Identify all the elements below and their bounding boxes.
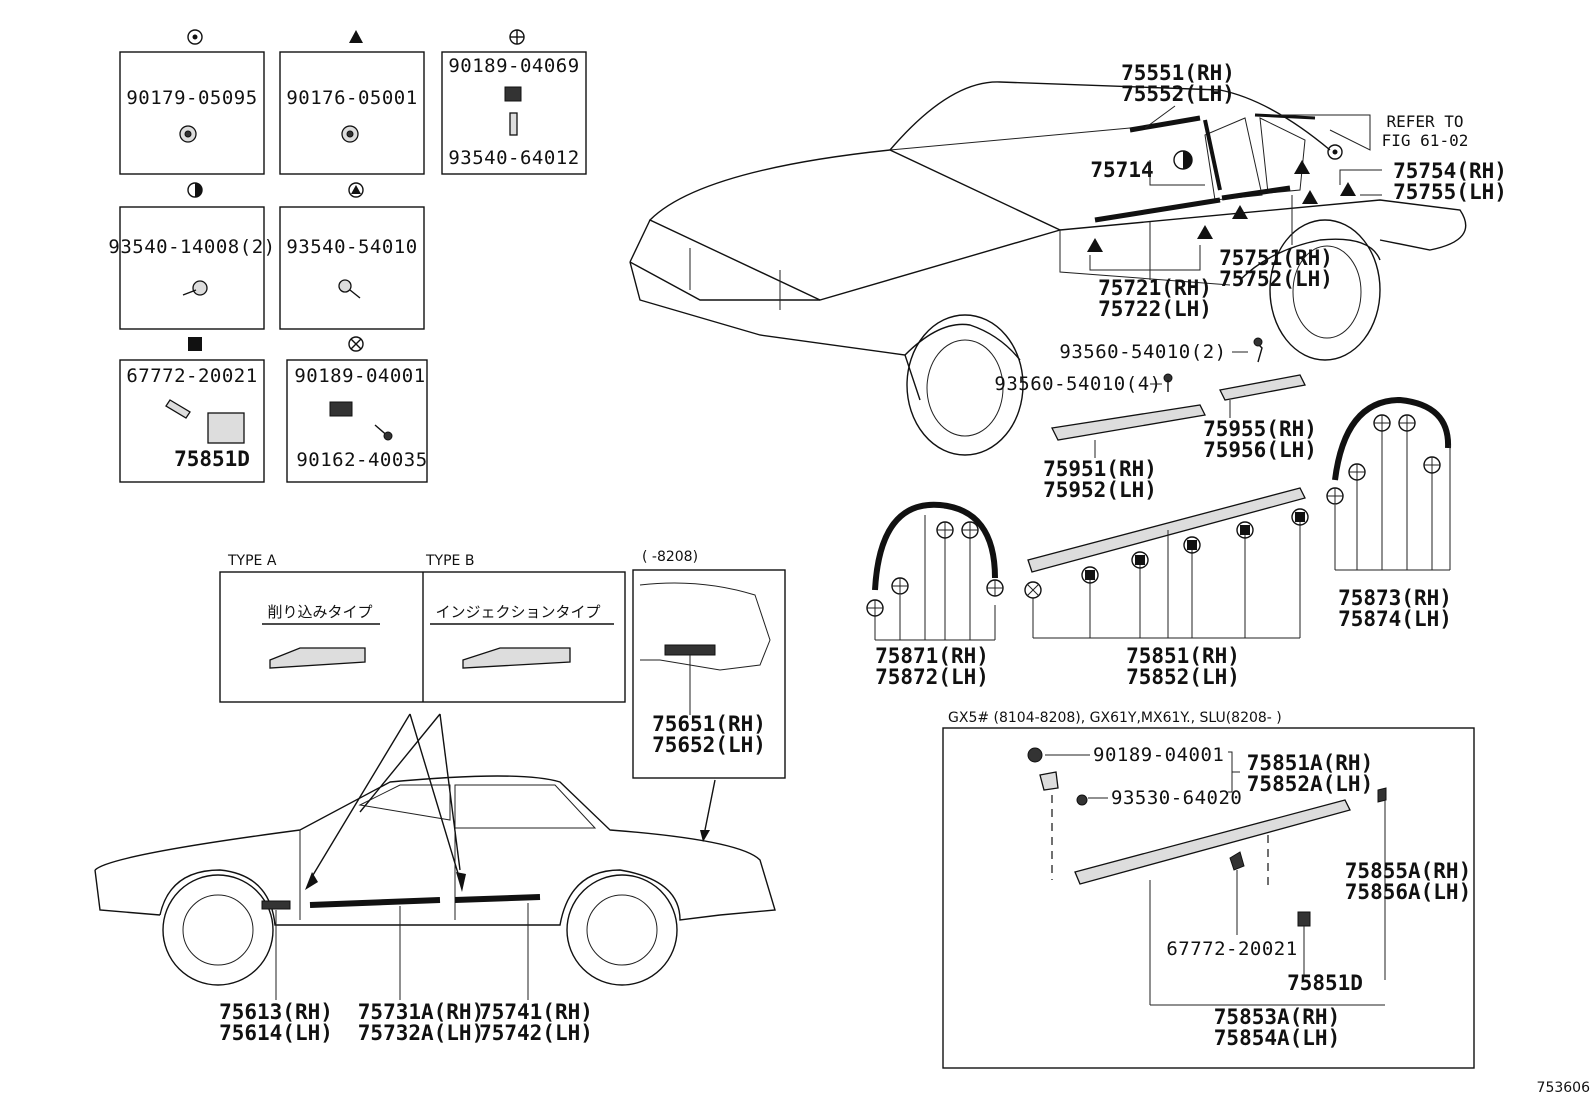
label-75551: 75551(RH) <box>1121 61 1235 85</box>
gx-screw: 93530-64020 <box>1111 787 1242 809</box>
type-a-jp: 削り込みタイプ <box>267 603 372 621</box>
part-75851D: 75851D <box>174 447 250 471</box>
label-75951: 75951(RH) <box>1043 457 1157 481</box>
inset-panel <box>632 569 786 779</box>
label-75851: 75851(RH) <box>1126 644 1240 668</box>
gx-retainer: 75851D <box>1287 971 1363 995</box>
part-90179-05095: 90179-05095 <box>126 87 257 109</box>
rear-arch-clip-icons <box>1326 414 1441 505</box>
end-clip-icon <box>1377 787 1387 803</box>
label-75742: 75742(LH) <box>479 1021 593 1045</box>
label-75754: 75754(RH) <box>1393 159 1507 183</box>
label-75952: 75952(LH) <box>1043 478 1157 502</box>
triangle-marker-icon <box>1197 225 1213 239</box>
part-93540-54010: 93540-54010 <box>286 236 417 258</box>
type-a-label: TYPE A <box>227 553 277 569</box>
type-b-molding <box>462 647 571 669</box>
part-93540-64012: 93540-64012 <box>448 147 579 169</box>
label-75732A: 75732A(LH) <box>358 1021 484 1045</box>
fastener-box-7: 90189-04001 90162-40035 <box>286 336 428 483</box>
triangle-marker-icon <box>1340 182 1356 196</box>
label-75874: 75874(LH) <box>1338 607 1452 631</box>
label-75652: 75652(LH) <box>652 733 766 757</box>
front-arch-clip-icons <box>866 521 1004 617</box>
label-75731A: 75731A(RH) <box>358 1000 484 1024</box>
triangle-marker-icon <box>1232 205 1248 219</box>
retainer-d-icon <box>1297 911 1311 927</box>
triangle-marker-icon <box>1294 160 1310 174</box>
rear-wheel-arch-molding <box>1332 396 1452 571</box>
label-75722: 75722(LH) <box>1098 297 1212 321</box>
label-75552: 75552(LH) <box>1121 82 1235 106</box>
label-75956: 75956(LH) <box>1203 438 1317 462</box>
retainer-icon <box>1039 771 1059 791</box>
label-75714: 75714 <box>1090 158 1153 182</box>
label-75721: 75721(RH) <box>1098 276 1212 300</box>
fastener-box-2: 90176-05001 <box>279 30 425 175</box>
screw-icon <box>1076 794 1088 806</box>
type-b-label: TYPE B <box>425 553 474 569</box>
clip-b-icon <box>1229 851 1245 871</box>
range-label: ( -8208) <box>642 549 698 565</box>
label-75871: 75871(RH) <box>875 644 989 668</box>
type-b-jp: インジェクションタイプ <box>435 603 600 621</box>
label-75614: 75614(LH) <box>219 1021 333 1045</box>
label-75872: 75872(LH) <box>875 665 989 689</box>
gx-clip-a: 90189-04001 <box>1093 744 1224 766</box>
label-75856A: 75856A(LH) <box>1345 880 1471 904</box>
clip-icon <box>1027 747 1043 763</box>
rocker-molding <box>1027 487 1306 639</box>
triangle-marker-icon <box>1302 190 1318 204</box>
label-75851A: 75851A(RH) <box>1247 751 1373 775</box>
fastener-box-6: 67772-20021 75851D <box>119 337 265 483</box>
scuff-plate-front <box>1051 404 1206 441</box>
label-75955: 75955(RH) <box>1203 417 1317 441</box>
rocker-clip-icons <box>1024 508 1309 599</box>
label-75613: 75613(RH) <box>219 1000 333 1024</box>
label-75852A: 75852A(LH) <box>1247 772 1373 796</box>
gx-clip-b: 67772-20021 <box>1166 938 1297 960</box>
gx-rocker-molding <box>1074 799 1351 885</box>
label-75853A: 75853A(RH) <box>1214 1005 1340 1029</box>
label-75755: 75755(LH) <box>1393 180 1507 204</box>
part-67772-20021: 67772-20021 <box>126 365 257 387</box>
refer-to-label: REFER TO <box>1386 112 1463 131</box>
upper-car-drawing <box>629 81 1467 456</box>
refer-fig-label: FIG 61-02 <box>1382 131 1469 150</box>
label-75873: 75873(RH) <box>1338 586 1452 610</box>
part-90189-04069: 90189-04069 <box>448 55 579 77</box>
scuff-plate-rear <box>1219 374 1306 401</box>
fastener-box-3: 90189-04069 93540-64012 <box>441 29 587 175</box>
fastener-box-5: 93540-54010 <box>279 182 425 330</box>
label-75854A: 75854A(LH) <box>1214 1026 1340 1050</box>
part-90162-40035: 90162-40035 <box>296 449 427 471</box>
part-93540-14008: 93540-14008(2) <box>108 236 275 258</box>
quarter-emblem <box>664 644 716 656</box>
part-90176-05001: 90176-05001 <box>286 87 417 109</box>
label-93560-54010-4: 93560-54010(4) <box>994 373 1161 395</box>
side-car-drawing <box>94 775 776 986</box>
gx-panel-title: GX5# (8104-8208), GX61Y,MX61Y., SLU(8208… <box>948 710 1282 726</box>
part-90189-04001: 90189-04001 <box>294 365 425 387</box>
fastener-box-4: 93540-14008(2) <box>108 182 275 330</box>
fastener-box-1: 90179-05095 <box>119 29 265 175</box>
label-75751: 75751(RH) <box>1219 246 1333 270</box>
type-a-molding <box>269 647 366 669</box>
label-75752: 75752(LH) <box>1219 267 1333 291</box>
label-93560-54010-2: 93560-54010(2) <box>1059 341 1226 363</box>
label-75852: 75852(LH) <box>1126 665 1240 689</box>
figure-number: 753606 <box>1537 1080 1591 1096</box>
label-75651: 75651(RH) <box>652 712 766 736</box>
front-wheel-arch-molding <box>872 501 998 641</box>
label-75741: 75741(RH) <box>479 1000 593 1024</box>
triangle-marker-icon <box>1087 238 1103 252</box>
label-75855A: 75855A(RH) <box>1345 859 1471 883</box>
